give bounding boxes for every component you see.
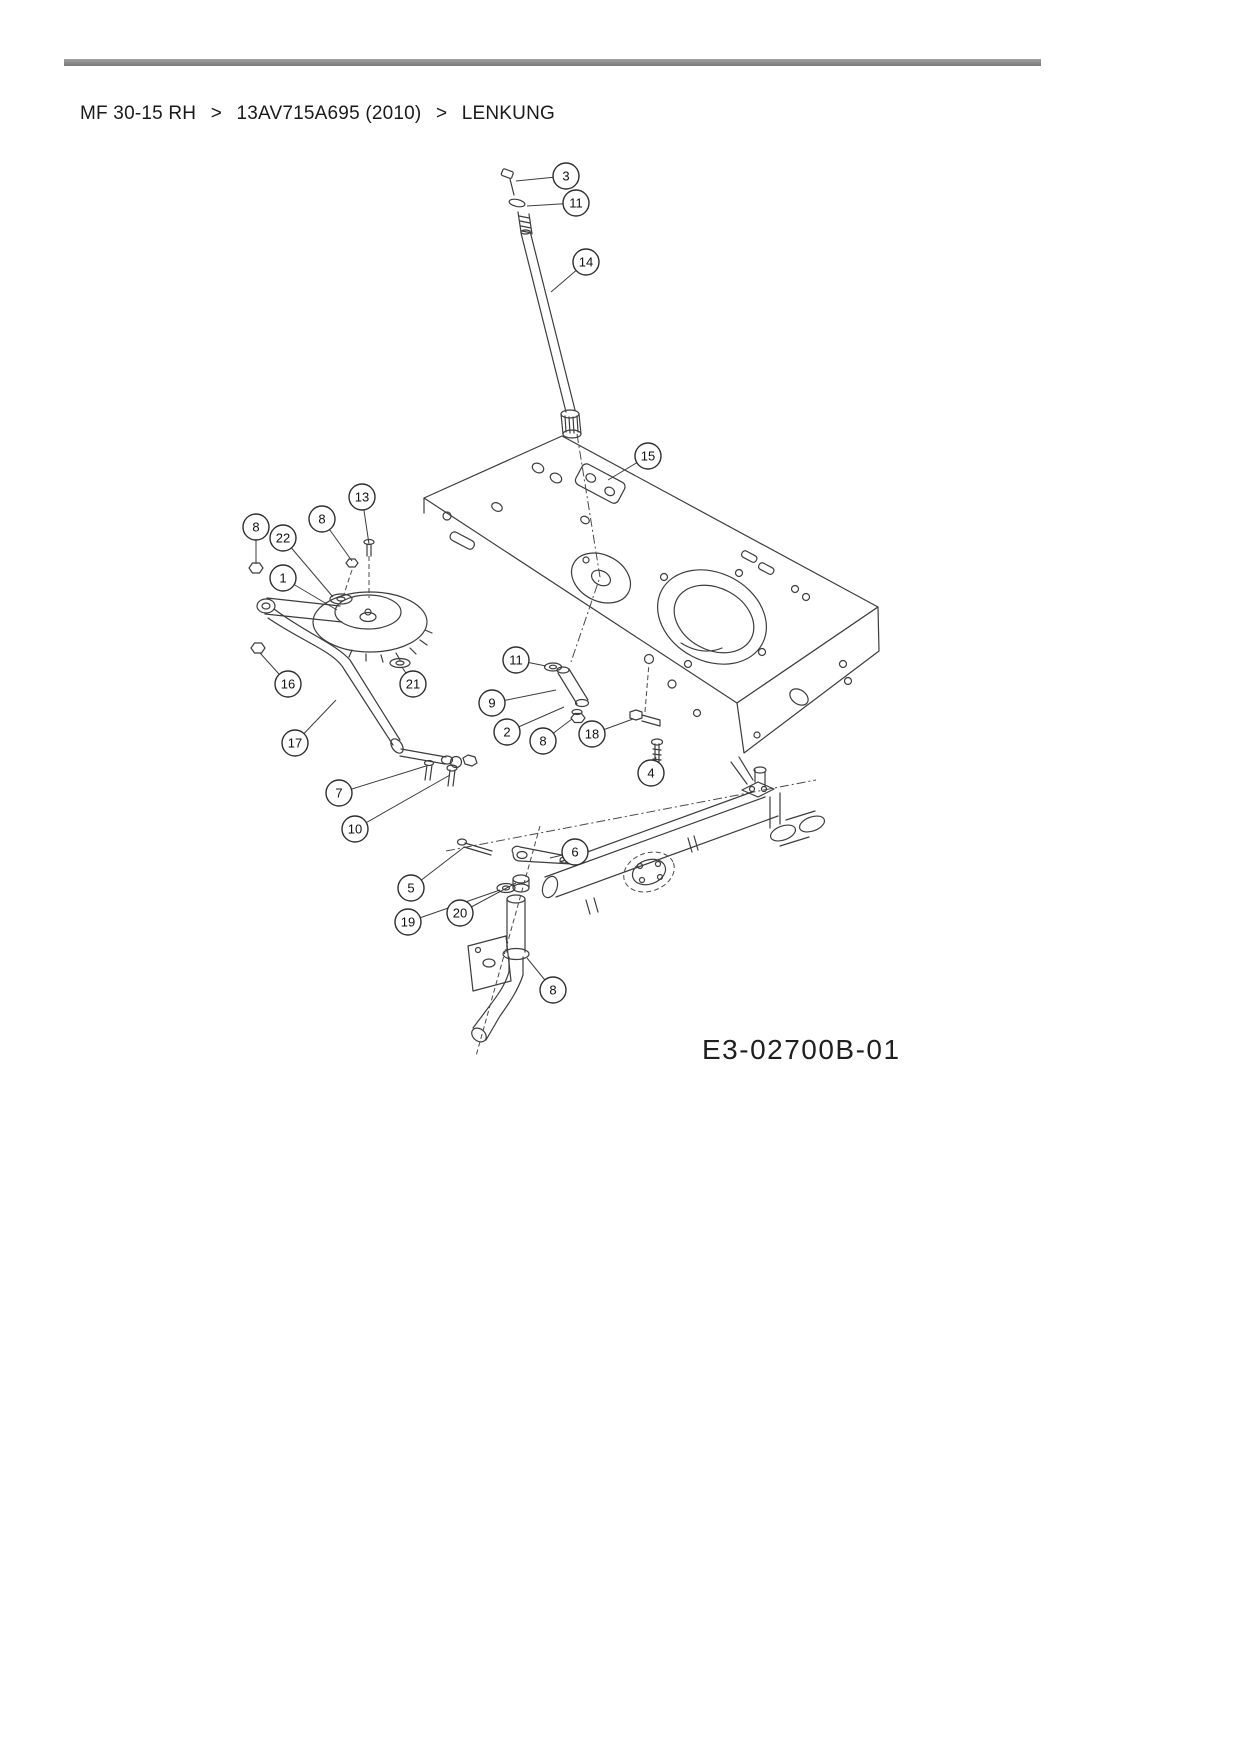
svg-text:1: 1: [279, 571, 286, 586]
pitman-link-bar: [556, 666, 590, 716]
callouts: 3 11 14 15 13 8: [242, 162, 665, 1004]
right-spindle-hub: [769, 792, 826, 847]
callout-part-18: 18: [578, 718, 634, 748]
svg-text:15: 15: [641, 449, 655, 464]
callout-part-8: 8: [308, 505, 353, 562]
breadcrumb-item-section[interactable]: LENKUNG: [461, 103, 555, 124]
sector-washer: [329, 593, 353, 605]
callout-part-9: 9: [478, 689, 557, 717]
svg-text:19: 19: [401, 915, 415, 930]
svg-text:11: 11: [569, 196, 583, 211]
left-hex-nut-lower: [250, 642, 266, 654]
frame-plate: [423, 433, 880, 785]
callout-part-3: 3: [515, 162, 580, 190]
callout-part-16: 16: [259, 652, 302, 698]
breadcrumb-separator: >: [210, 103, 223, 124]
diagram-code: E3-02700B-01: [702, 1034, 901, 1065]
svg-text:6: 6: [571, 845, 578, 860]
callout-part-21: 21: [399, 666, 427, 698]
left-spindle: [467, 825, 541, 1057]
callout-part-8: 8: [526, 957, 567, 1004]
svg-text:21: 21: [406, 677, 420, 692]
svg-text:10: 10: [348, 822, 362, 837]
callout-part-6: 6: [549, 838, 589, 866]
svg-text:20: 20: [453, 906, 467, 921]
svg-text:7: 7: [335, 786, 342, 801]
callout-part-22: 22: [269, 524, 334, 598]
callout-part-4: 4: [637, 756, 665, 787]
arm-bolt: [456, 838, 493, 856]
sector-bolt: [363, 538, 375, 557]
top-divider: [64, 59, 1041, 66]
svg-text:8: 8: [318, 512, 325, 527]
sector-gear-plate: [312, 591, 433, 663]
spindle-washer: [496, 882, 516, 894]
steering-shaft-tube: [520, 229, 576, 413]
svg-text:14: 14: [579, 255, 593, 270]
callout-part-11: 11: [502, 646, 547, 674]
svg-text:9: 9: [488, 696, 495, 711]
callout-part-8: 8: [242, 513, 270, 564]
frame-screw: [650, 738, 664, 763]
pitman-hex-nut: [570, 712, 586, 724]
svg-text:17: 17: [288, 736, 302, 751]
shaft-washer: [508, 198, 526, 208]
svg-text:2: 2: [503, 725, 510, 740]
callout-part-8: 8: [529, 718, 573, 755]
drag-link: [267, 608, 478, 787]
sector-hex-nut: [345, 558, 359, 568]
callout-part-13: 13: [348, 483, 376, 545]
shaft-coupling-gear: [560, 409, 582, 439]
column-support-bracket: [574, 463, 626, 504]
svg-text:8: 8: [252, 520, 259, 535]
callout-part-11: 11: [526, 189, 590, 217]
pitman-link-assembly: [543, 662, 664, 763]
frame-bolt: [629, 709, 661, 727]
callout-part-1: 1: [269, 564, 338, 611]
tie-rod-bolt-b: [446, 764, 458, 787]
callout-part-5: 5: [397, 847, 464, 902]
sector-gear-assembly: [248, 538, 433, 669]
svg-text:18: 18: [585, 727, 599, 742]
callout-part-20: 20: [446, 882, 517, 927]
front-axle-assembly: [445, 766, 826, 1057]
callout-part-15: 15: [607, 442, 662, 481]
callout-part-10: 10: [341, 774, 451, 843]
callout-part-7: 7: [325, 765, 427, 807]
steering-shaft-assembly: [500, 168, 582, 439]
breadcrumb-separator: >: [435, 103, 448, 124]
svg-text:4: 4: [647, 766, 654, 781]
axle-right-bracket: [741, 766, 775, 798]
svg-text:5: 5: [407, 881, 414, 896]
callout-part-2: 2: [493, 706, 565, 746]
shaft-top-bolt: [500, 168, 515, 196]
breadcrumb-item-model[interactable]: MF 30-15 RH: [80, 103, 197, 124]
axle-pivot-plate: [623, 851, 675, 893]
sector-lower-washer: [389, 657, 411, 669]
svg-text:16: 16: [281, 677, 295, 692]
svg-text:3: 3: [562, 169, 569, 184]
svg-text:11: 11: [509, 653, 523, 668]
callout-part-14: 14: [550, 248, 600, 293]
tie-rod-bolt-a: [423, 759, 435, 781]
callout-part-17: 17: [281, 699, 337, 757]
svg-text:13: 13: [355, 490, 369, 505]
spindle-bushing: [512, 874, 530, 893]
left-hex-nut-upper: [248, 562, 264, 574]
breadcrumb: MF 30-15 RH > 13AV715A695 (2010) > LENKU…: [80, 103, 555, 125]
shaft-spring: [517, 211, 533, 235]
svg-text:8: 8: [549, 983, 556, 998]
svg-text:8: 8: [539, 734, 546, 749]
breadcrumb-item-serial[interactable]: 13AV715A695 (2010): [236, 103, 422, 124]
svg-text:22: 22: [276, 531, 290, 546]
pitman-washer: [543, 662, 563, 672]
